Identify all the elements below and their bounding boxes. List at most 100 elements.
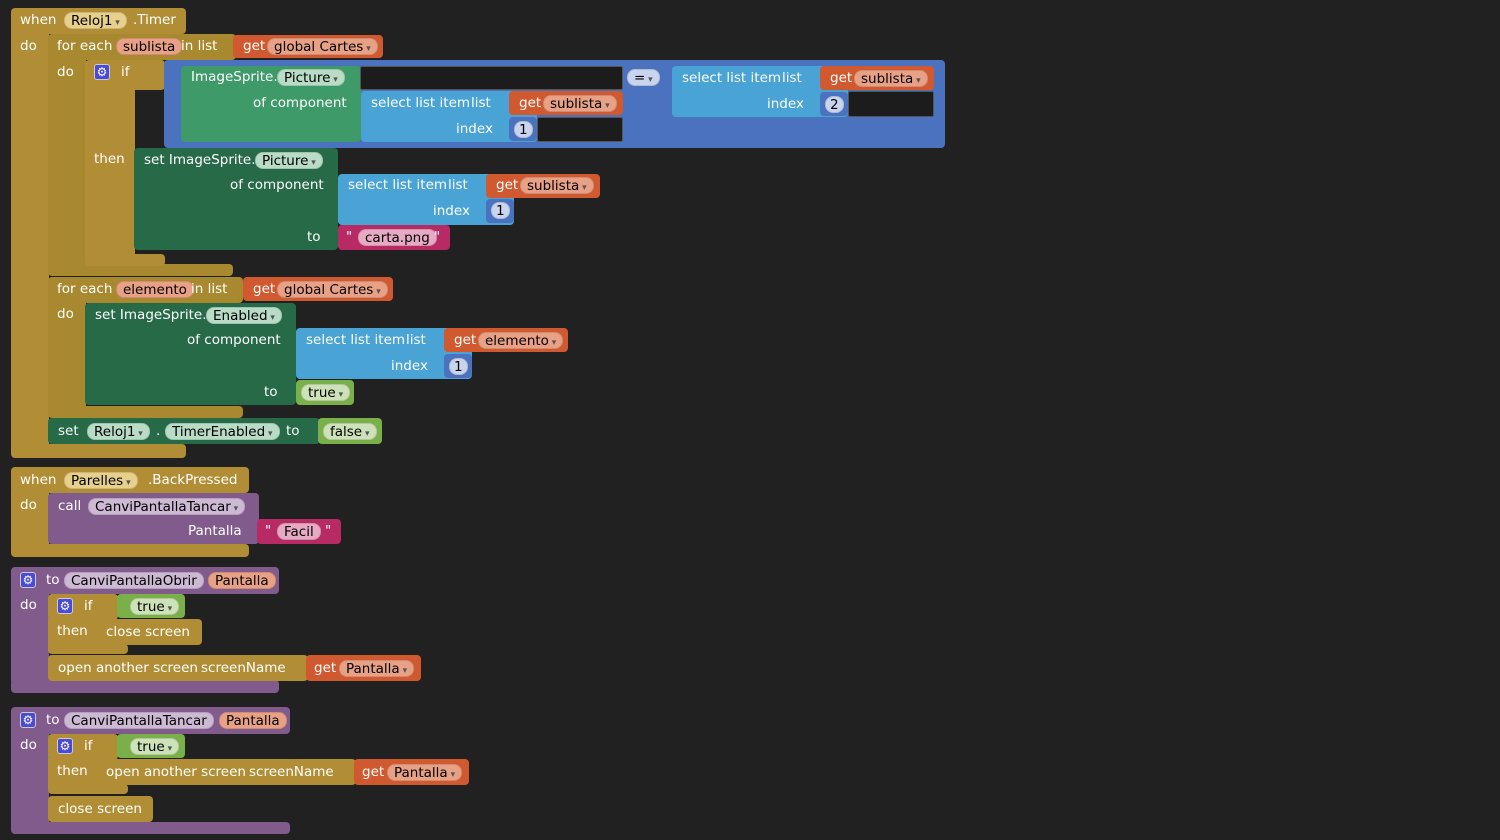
- property-dropdown[interactable]: Picture: [255, 152, 323, 169]
- boolean-dropdown[interactable]: true: [130, 738, 180, 755]
- variable-dropdown[interactable]: Pantalla: [387, 764, 463, 781]
- boolean-true-block[interactable]: true: [296, 380, 354, 405]
- gear-icon[interactable]: ⚙: [20, 572, 36, 588]
- text-block[interactable]: " carta.png ": [338, 225, 450, 250]
- set-imagesprite-picture-block[interactable]: set ImageSprite. Picture of component to: [134, 148, 338, 250]
- boolean-dropdown[interactable]: true: [301, 384, 351, 401]
- call-procedure-block[interactable]: call CanviPantallaTancar Pantalla: [48, 493, 259, 544]
- select-list-item-block[interactable]: select list item list index: [672, 66, 848, 117]
- gear-icon[interactable]: ⚙: [94, 64, 110, 80]
- loop-variable-sublista[interactable]: sublista: [116, 38, 183, 55]
- select-list-item-label: select list item: [348, 177, 448, 193]
- gear-icon[interactable]: ⚙: [57, 738, 73, 754]
- quote-open: ": [346, 229, 353, 245]
- do-label: do: [20, 38, 37, 54]
- get-label: get: [454, 332, 477, 348]
- number-field[interactable]: 1: [449, 358, 468, 375]
- get-label: get: [830, 70, 853, 86]
- if-label: if: [84, 738, 93, 754]
- variable-dropdown[interactable]: Pantalla: [339, 660, 415, 677]
- parameter-pantalla[interactable]: Pantalla: [219, 712, 287, 729]
- number-block[interactable]: 1: [509, 117, 537, 141]
- close-screen-block[interactable]: close screen: [96, 619, 202, 645]
- get-global-cartes-block[interactable]: get global Cartes: [233, 35, 383, 58]
- component-dropdown[interactable]: Reloj1: [64, 12, 127, 29]
- open-another-screen-block[interactable]: open another screen screenName: [48, 655, 308, 681]
- set-reloj1-timerenabled-block[interactable]: set Reloj1 . TimerEnabled to: [48, 418, 320, 444]
- text-field[interactable]: carta.png: [358, 229, 437, 246]
- component-dropdown[interactable]: Reloj1: [87, 423, 150, 440]
- close-screen-block[interactable]: close screen: [48, 796, 153, 822]
- select-list-item-block[interactable]: select list item list index: [296, 328, 472, 379]
- number-field[interactable]: 1: [491, 202, 510, 219]
- get-variable-block[interactable]: get sublista: [486, 174, 600, 198]
- procedure-dropdown[interactable]: CanviPantallaTancar: [88, 498, 246, 515]
- get-label: get: [314, 660, 337, 676]
- index-label: index: [391, 358, 428, 374]
- get-variable-block[interactable]: get elemento: [444, 328, 568, 352]
- empty-socket: [537, 117, 623, 142]
- of-component-label: of component: [253, 95, 347, 111]
- text-block[interactable]: " Facil ": [257, 519, 341, 544]
- setter-label: set ImageSprite.: [95, 307, 207, 323]
- boolean-dropdown[interactable]: false: [323, 423, 377, 440]
- component-dropdown[interactable]: Parelles: [64, 472, 138, 489]
- argument-label: Pantalla: [188, 523, 242, 539]
- select-list-item-block[interactable]: select list item list index: [338, 174, 514, 225]
- variable-dropdown[interactable]: sublista: [854, 70, 928, 87]
- number-block[interactable]: 2: [820, 92, 848, 116]
- if-label: if: [84, 598, 93, 614]
- get-variable-block[interactable]: get sublista: [509, 91, 623, 115]
- get-global-cartes-block[interactable]: get global Cartes: [243, 277, 393, 301]
- compare-operator-dropdown[interactable]: =: [627, 69, 660, 86]
- do-label: do: [57, 306, 74, 322]
- empty-socket: [848, 91, 934, 117]
- number-block[interactable]: 1: [444, 354, 472, 378]
- gear-icon[interactable]: ⚙: [57, 598, 73, 614]
- open-another-screen-label: open another screen: [106, 764, 246, 780]
- open-another-screen-label: open another screen: [58, 660, 198, 676]
- boolean-true-block[interactable]: true: [117, 734, 185, 758]
- to-label: to: [286, 423, 300, 439]
- if-label: if: [121, 64, 130, 80]
- boolean-false-block[interactable]: false: [318, 418, 382, 444]
- procedure-name-field[interactable]: CanviPantallaTancar: [64, 712, 214, 729]
- get-label: get: [519, 95, 542, 111]
- text-field[interactable]: Facil: [277, 523, 321, 540]
- property-dropdown[interactable]: Picture: [277, 69, 345, 86]
- property-dropdown[interactable]: Enabled: [206, 307, 282, 324]
- variable-dropdown[interactable]: sublista: [520, 177, 594, 194]
- imagesprite-picture-getter[interactable]: ImageSprite. Picture of component: [181, 66, 361, 142]
- get-variable-block[interactable]: get sublista: [820, 66, 934, 90]
- set-imagesprite-enabled-block[interactable]: set ImageSprite. Enabled of component to: [85, 303, 296, 405]
- open-another-screen-block[interactable]: open another screen screenName: [96, 759, 356, 785]
- quote-open: ": [265, 523, 272, 539]
- get-variable-block[interactable]: get Pantalla: [306, 655, 421, 681]
- loop-variable-elemento[interactable]: elemento: [116, 281, 194, 298]
- index-label: index: [456, 121, 493, 137]
- to-label: to: [46, 712, 60, 728]
- number-field[interactable]: 1: [514, 121, 533, 138]
- list-label: list: [406, 332, 426, 348]
- boolean-dropdown[interactable]: true: [130, 598, 180, 615]
- variable-dropdown[interactable]: global Cartes: [267, 38, 378, 55]
- parameter-pantalla[interactable]: Pantalla: [208, 572, 276, 589]
- in-list-label: in list: [181, 38, 218, 54]
- boolean-true-block[interactable]: true: [117, 594, 185, 618]
- number-field[interactable]: 2: [825, 96, 844, 113]
- variable-dropdown[interactable]: sublista: [543, 95, 617, 112]
- variable-dropdown[interactable]: global Cartes: [277, 281, 388, 298]
- property-dropdown[interactable]: TimerEnabled: [165, 423, 280, 440]
- of-component-label: of component: [187, 332, 281, 348]
- number-block[interactable]: 1: [486, 199, 514, 223]
- procedure-name-field[interactable]: CanviPantallaObrir: [64, 572, 204, 589]
- variable-dropdown[interactable]: elemento: [478, 332, 564, 349]
- get-label: get: [243, 38, 266, 54]
- gear-icon[interactable]: ⚙: [20, 712, 36, 728]
- do-label: do: [20, 497, 37, 513]
- get-variable-block[interactable]: get Pantalla: [354, 759, 469, 785]
- call-label: call: [58, 498, 82, 514]
- index-label: index: [767, 96, 804, 112]
- select-list-item-block[interactable]: select list item list index: [361, 91, 537, 142]
- setter-label: set ImageSprite.: [144, 152, 256, 168]
